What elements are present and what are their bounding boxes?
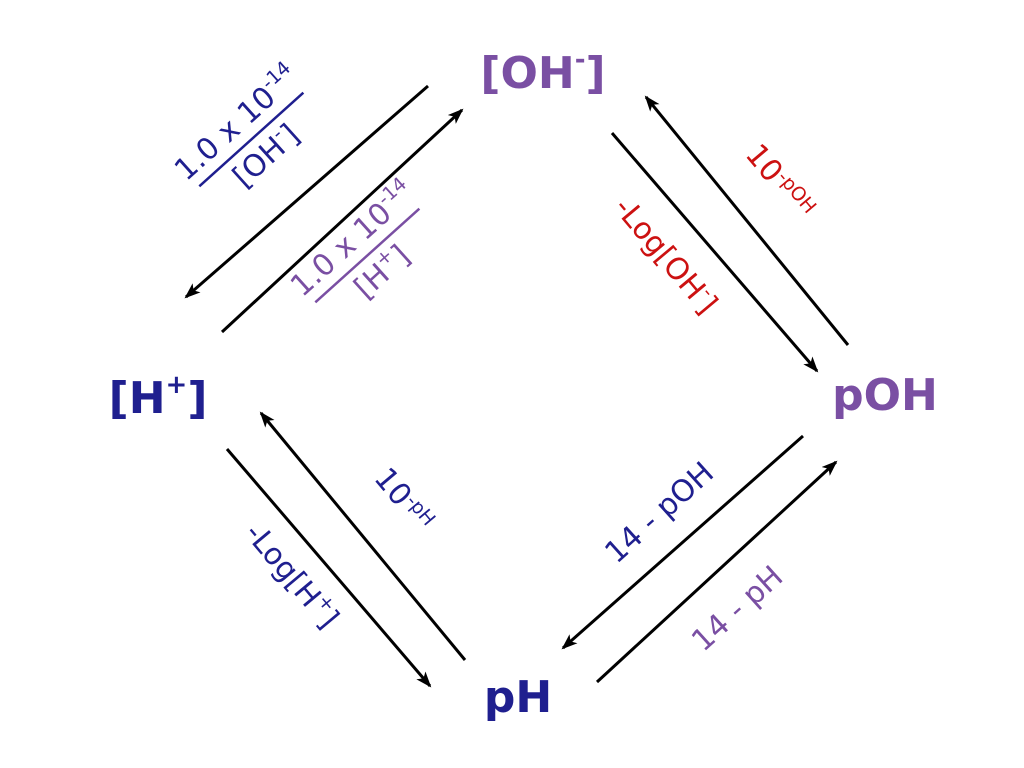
- label-oh-to-poh: -Log[OH-]: [607, 189, 727, 321]
- node-oh-concentration: [OH-]: [480, 45, 605, 99]
- fraction-bar: [198, 91, 305, 188]
- label-h-to-ph: -Log[H+]: [237, 514, 347, 635]
- arrow-poh-to-ph: [561, 434, 804, 650]
- node-ph: pH: [484, 672, 552, 723]
- arrow-ph-to-h: [259, 411, 467, 661]
- node-h-concentration: [H+]: [109, 370, 208, 424]
- arrow-h-to-oh: [220, 108, 464, 334]
- label-ph-to-poh: 14 - pH: [685, 559, 790, 658]
- fraction-bar: [314, 207, 421, 304]
- arrow-h-to-ph: [225, 448, 432, 688]
- label-poh-to-oh: 10-pOH: [738, 138, 820, 227]
- arrow-poh-to-oh: [644, 95, 850, 346]
- label-ph-to-h: 10-pH: [367, 461, 440, 538]
- node-poh: pOH: [832, 370, 938, 421]
- label-poh-to-ph: 14 - pOH: [598, 455, 720, 570]
- arrow-oh-to-poh: [610, 132, 819, 373]
- arrow-ph-to-poh: [595, 460, 838, 684]
- arrow-oh-to-h: [184, 84, 429, 299]
- label-oh-to-h-fraction: 1.0 x 10-14 [OH-]: [168, 57, 306, 195]
